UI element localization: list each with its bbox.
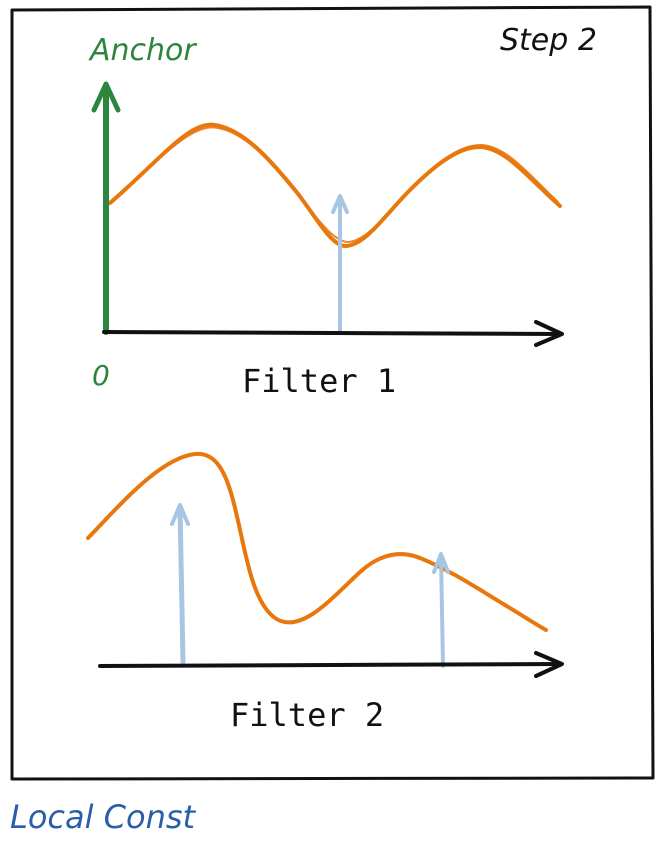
filter-1-x-arrowhead (534, 320, 564, 347)
footer-label: Local Const (10, 798, 197, 836)
filter-2-x-axis (98, 662, 562, 668)
filter-2-label: Filter 2 (230, 696, 384, 734)
origin-label: 0 (92, 359, 110, 392)
filter-2-query-arrow-2 (439, 554, 445, 668)
filter-2-query-arrowhead-2 (432, 552, 450, 574)
filter-2-panel (86, 451, 564, 678)
filter-2-query-arrowhead-1 (170, 503, 190, 526)
anchor-label: Anchor (88, 33, 197, 68)
step-label: Step 2 (500, 23, 597, 58)
filter-2-query-arrow-1 (177, 505, 186, 665)
filter-1-panel (91, 81, 564, 347)
filter-2-x-arrowhead (534, 651, 564, 678)
filter-1-label: Filter 1 (242, 362, 396, 400)
filter-1-curve-sketch (111, 126, 559, 244)
filter-1-curve (108, 122, 562, 249)
filter-1-query-arrowhead (331, 194, 349, 214)
anchor-arrowhead (91, 81, 121, 113)
filter-1-x-axis (102, 330, 562, 336)
frame-border (10, 5, 655, 781)
filter-2-curve (86, 451, 548, 632)
